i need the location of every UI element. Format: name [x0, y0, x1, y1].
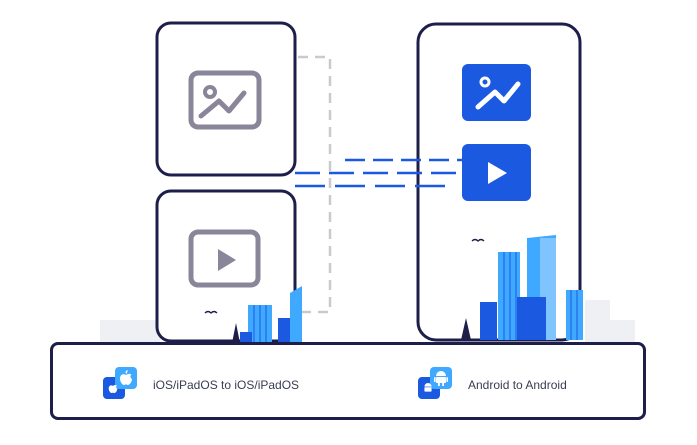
dashed-connector-gray: [298, 55, 332, 314]
option-android-label: Android to Android: [468, 378, 567, 392]
video-icon: [188, 229, 261, 288]
city-skyline-left: [204, 286, 302, 343]
transfer-lines: [295, 158, 462, 188]
android-badge: [418, 367, 454, 403]
phone-left-top: [155, 21, 297, 177]
transfer-options-card: iOS/iPadOS to iOS/iPadOS An: [50, 342, 646, 420]
option-ios-label: iOS/iPadOS to iOS/iPadOS: [153, 378, 300, 392]
video-icon-blue: [462, 144, 531, 201]
apple-badge: [103, 367, 139, 403]
apple-icon-small: [108, 385, 118, 393]
option-android-to-android[interactable]: Android to Android: [418, 367, 567, 403]
android-icon-small: [424, 383, 432, 392]
city-skyline-right: [461, 235, 583, 340]
android-icon: [434, 371, 448, 386]
option-ios-to-ios[interactable]: iOS/iPadOS to iOS/iPadOS: [103, 367, 299, 403]
image-icon: [188, 70, 262, 130]
apple-icon: [120, 370, 132, 385]
image-icon-blue: [462, 64, 531, 121]
